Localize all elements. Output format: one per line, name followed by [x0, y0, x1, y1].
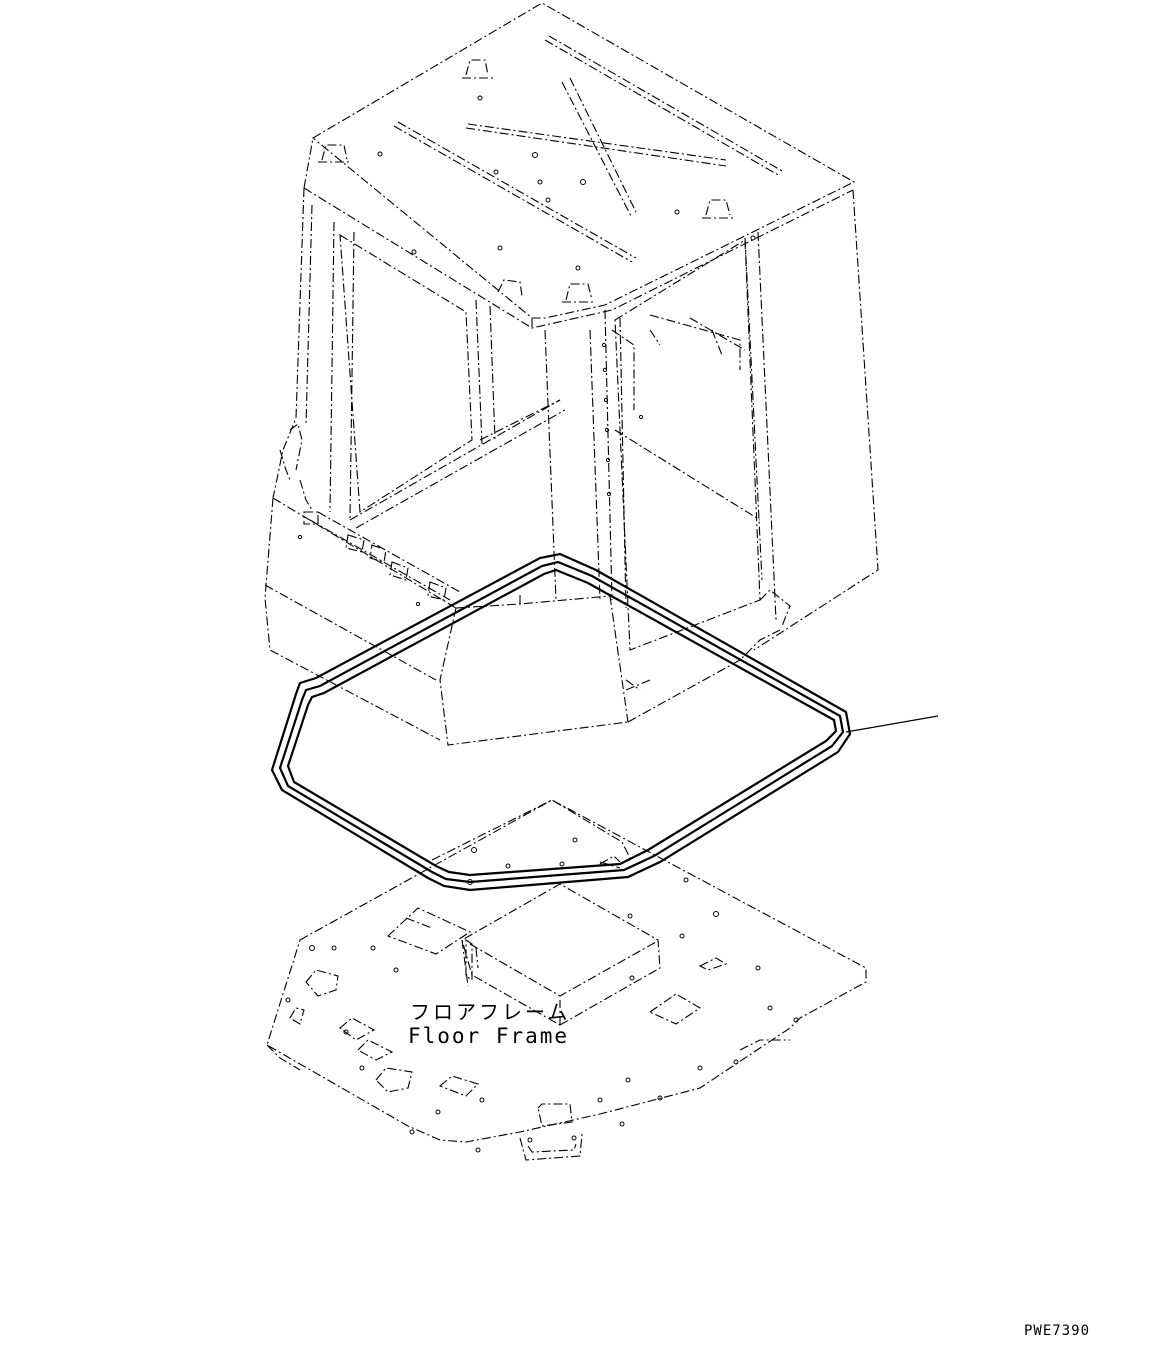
floor-frame-label-jp: フロアフレーム [410, 1000, 571, 1024]
cab-frame [272, 187, 879, 651]
floor-frame [266, 799, 867, 1161]
drawing-number: PWE7390 [1024, 1323, 1091, 1339]
cab-seal [270, 552, 939, 892]
cab-roof [303, 2, 856, 329]
floor-frame-label-en: Floor Frame [408, 1024, 570, 1048]
roof-holes [377, 95, 756, 271]
cab-lower-body [264, 423, 791, 746]
floor-holes [285, 837, 799, 1153]
